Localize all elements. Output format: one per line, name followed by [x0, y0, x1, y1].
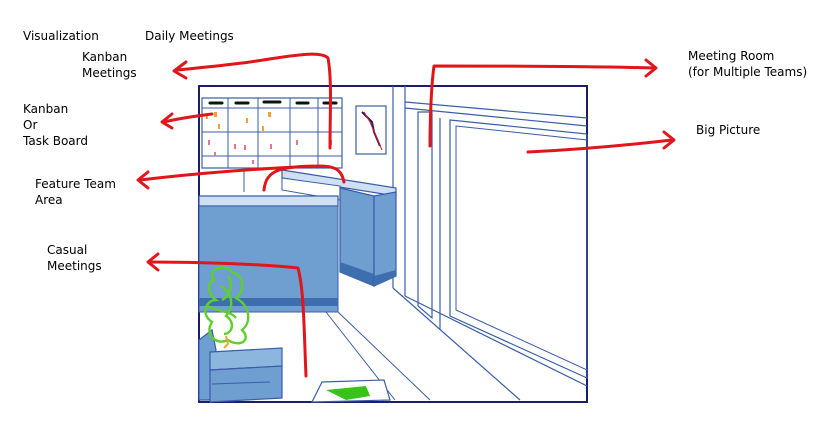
- plant: [204, 266, 250, 345]
- label-kanban-meetings-line2: Meetings: [82, 66, 137, 80]
- wall-chart: [355, 105, 387, 155]
- arrow-feature-team: [138, 164, 346, 192]
- label-feature-team-line1: Feature Team: [35, 177, 116, 191]
- label-big-picture: Big Picture: [696, 123, 761, 137]
- casual-sofa: [198, 328, 283, 403]
- label-casual-meetings-line1: Casual: [47, 243, 88, 257]
- label-daily-meetings: Daily Meetings: [145, 29, 234, 43]
- casual-meeting-partition: [198, 195, 431, 401]
- label-task-board-line3: Task Board: [23, 134, 88, 148]
- annotation-arrows: [136, 52, 676, 378]
- label-kanban-meetings-line1: Kanban: [82, 50, 128, 64]
- feature-team-desk: [281, 169, 397, 287]
- label-task-board-line2: Or: [23, 118, 38, 132]
- label-meeting-room-line1: Meeting Room: [688, 49, 775, 63]
- label-visualization: Visualization: [23, 29, 99, 43]
- big-picture-board: [449, 119, 588, 379]
- arrow-casual-meetings: [148, 260, 308, 378]
- label-task-board-line1: Kanban: [23, 102, 69, 116]
- arrow-meeting-room: [428, 64, 656, 148]
- label-casual-meetings-line2: Meetings: [47, 259, 102, 273]
- arrow-kanban-meetings: [176, 52, 332, 150]
- label-meeting-room-line2: (for Multiple Teams): [688, 65, 808, 79]
- arrow-big-picture: [526, 138, 674, 154]
- floor-mat: [311, 379, 391, 403]
- label-feature-team-line2: Area: [35, 193, 63, 207]
- meeting-room-wall: [392, 101, 588, 401]
- arrow-task-board: [162, 112, 214, 124]
- kanban-board: [201, 97, 343, 169]
